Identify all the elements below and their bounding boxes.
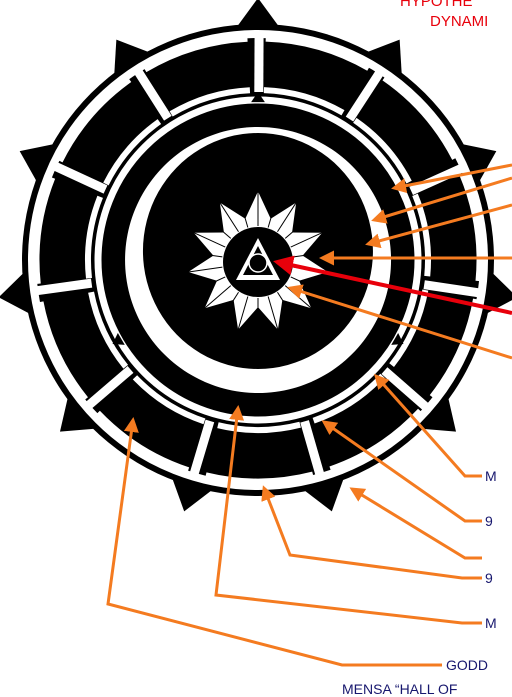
header-title-line-1: HYPOTHE bbox=[400, 0, 473, 10]
callout-label-4: M bbox=[485, 615, 497, 631]
callout-label-2: 9 bbox=[485, 513, 493, 529]
callout-label-1: M bbox=[485, 468, 497, 484]
center-dot bbox=[249, 254, 267, 272]
nine-point-emblem bbox=[0, 0, 512, 511]
callout-label-6: MENSA “HALL OF bbox=[342, 681, 457, 697]
callout-label-3: 9 bbox=[485, 570, 493, 586]
leader-line-8 bbox=[352, 489, 482, 558]
callout-label-5: GODD bbox=[446, 657, 488, 673]
header-title-line-2: DYNAMI bbox=[430, 14, 488, 30]
